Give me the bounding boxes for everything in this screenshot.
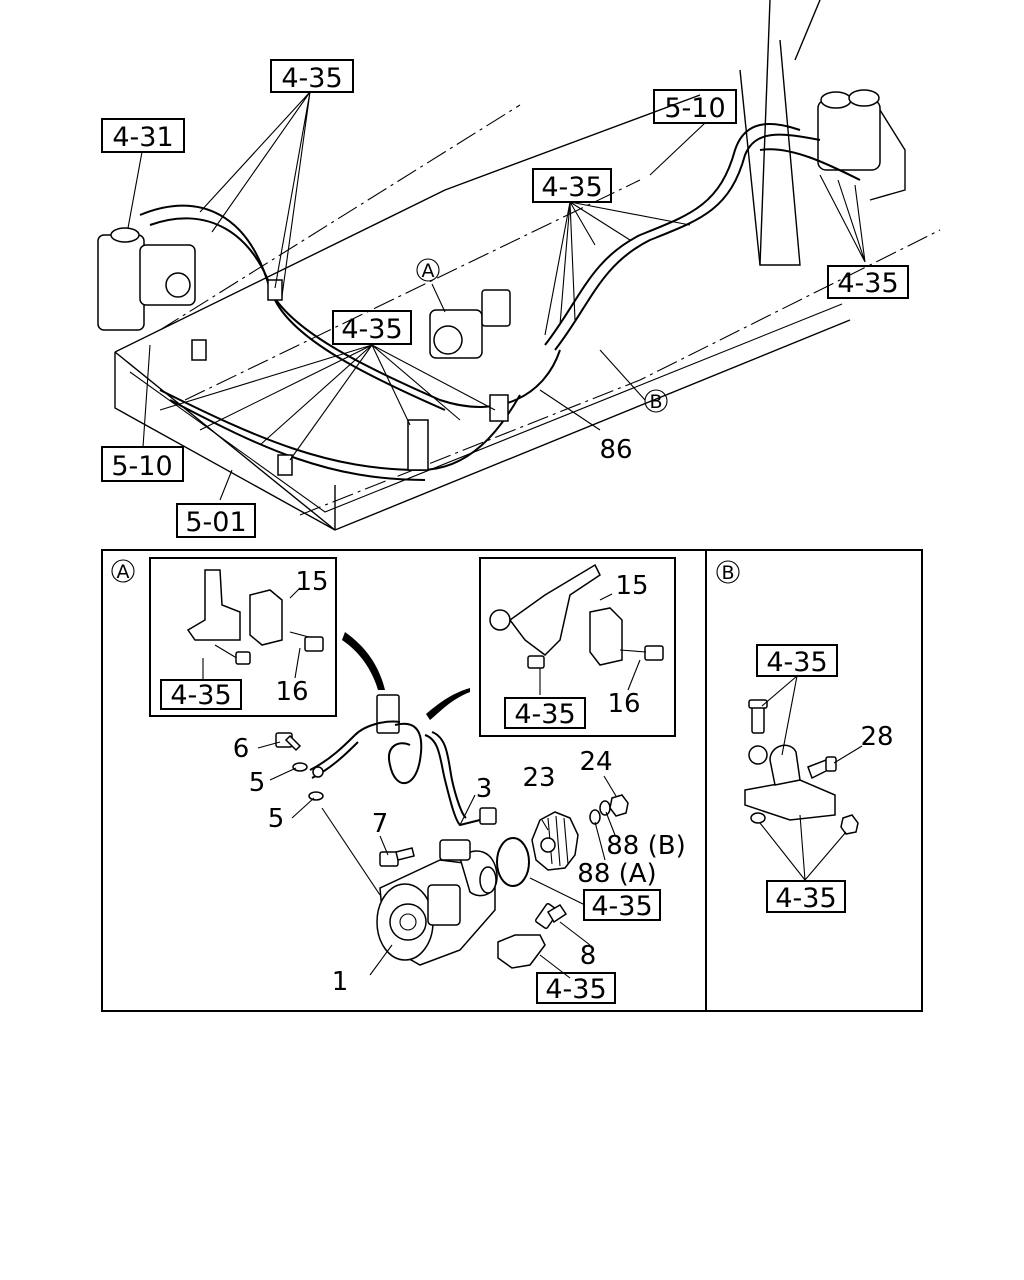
drive-gear [531, 811, 579, 871]
pipe-bracket [497, 934, 546, 969]
small-hardware [275, 732, 415, 867]
svg-text:4-31: 4-31 [112, 122, 173, 153]
svg-text:16: 16 [607, 689, 640, 719]
part-label-1: 1 [332, 967, 349, 997]
overview-ref-4-35-top: 4-35 [270, 59, 354, 94]
svg-text:15: 15 [295, 567, 328, 597]
svg-text:4-35: 4-35 [591, 891, 652, 922]
svg-text:4-35: 4-35 [766, 647, 827, 678]
overview-leader-lines [127, 91, 866, 501]
inset-left: 15 16 4-35 [149, 557, 337, 717]
detail-a: A 15 16 4-35 [111, 557, 686, 1005]
detail-b-leader-lines [759, 675, 863, 881]
part-label-3: 3 [476, 774, 493, 804]
overview-ref-5-10-right: 5-10 [653, 89, 737, 124]
overview-ref-5-01: 5-01 [176, 503, 256, 538]
clamp-bracket [744, 699, 859, 835]
overview-ref-4-31: 4-31 [101, 118, 185, 153]
detail-b-ref-4-35-top: 4-35 [756, 644, 838, 678]
steering-gear [97, 227, 196, 331]
overview-ref-4-35-lower: 4-35 [332, 310, 412, 345]
detail-b-title: B [716, 560, 740, 584]
svg-text:A: A [117, 561, 130, 583]
part-label-88b: 88 (B) [606, 831, 685, 861]
svg-text:4-35: 4-35 [837, 268, 898, 299]
part-label-7: 7 [372, 809, 389, 839]
inset-arrow-right [426, 688, 470, 720]
part-label-28: 28 [860, 722, 893, 752]
overview-ref-4-35-right: 4-35 [827, 265, 909, 299]
svg-text:A: A [422, 260, 435, 282]
inset-right: 15 16 4-35 [479, 557, 676, 737]
bolt-8 [534, 903, 568, 929]
detail-frame [101, 549, 923, 1012]
svg-text:4-35: 4-35 [341, 314, 402, 345]
part-label-23: 23 [522, 763, 555, 793]
overview-ref-5-10-left: 5-10 [101, 446, 184, 482]
reservoir [817, 89, 906, 201]
svg-text:5-10: 5-10 [664, 93, 725, 124]
inset-arrow-left [342, 632, 385, 690]
svg-text:5-01: 5-01 [185, 507, 246, 538]
part-label-5-lower: 5 [268, 804, 285, 834]
part-label-5: 5 [249, 768, 266, 798]
svg-text:16: 16 [275, 677, 308, 707]
clips [191, 279, 509, 476]
washer-88b [599, 800, 611, 816]
svg-text:4-35: 4-35 [170, 680, 231, 711]
detail-a-ref-4-35-bracket: 4-35 [536, 972, 616, 1005]
svg-text:4-35: 4-35 [514, 699, 575, 730]
part-label-24: 24 [579, 747, 612, 777]
svg-text:B: B [721, 562, 734, 584]
detail-b-ref-4-35-bottom: 4-35 [766, 880, 846, 914]
svg-text:4-35: 4-35 [541, 172, 602, 203]
callout-b: B [644, 389, 668, 413]
pump-location [429, 289, 511, 359]
overview-illustration [97, 0, 941, 531]
overview-ref-4-35-center: 4-35 [532, 168, 612, 203]
detail-a-ref-4-35-oring: 4-35 [583, 889, 661, 922]
svg-text:15: 15 [615, 571, 648, 601]
hose-lines [139, 123, 861, 481]
svg-text:5-10: 5-10 [111, 451, 172, 482]
part-label-8: 8 [580, 941, 597, 971]
part-label-86: 86 [599, 435, 632, 465]
svg-text:B: B [649, 391, 662, 413]
svg-text:4-35: 4-35 [281, 63, 342, 94]
o-ring [496, 837, 530, 887]
svg-text:4-35: 4-35 [545, 974, 606, 1005]
washer-88 [589, 809, 601, 825]
power-steering-pump [376, 839, 498, 966]
part-label-6: 6 [233, 734, 250, 764]
svg-text:4-35: 4-35 [775, 883, 836, 914]
pipe-assembly [309, 694, 497, 827]
part-label-88a: 88 (A) [577, 859, 656, 889]
detail-a-leader-lines [257, 741, 617, 979]
detail-a-title: A [111, 559, 135, 583]
nut-24 [609, 794, 629, 817]
callout-a: A [416, 258, 440, 282]
detail-b: B 4-35 28 4-35 [716, 560, 894, 914]
